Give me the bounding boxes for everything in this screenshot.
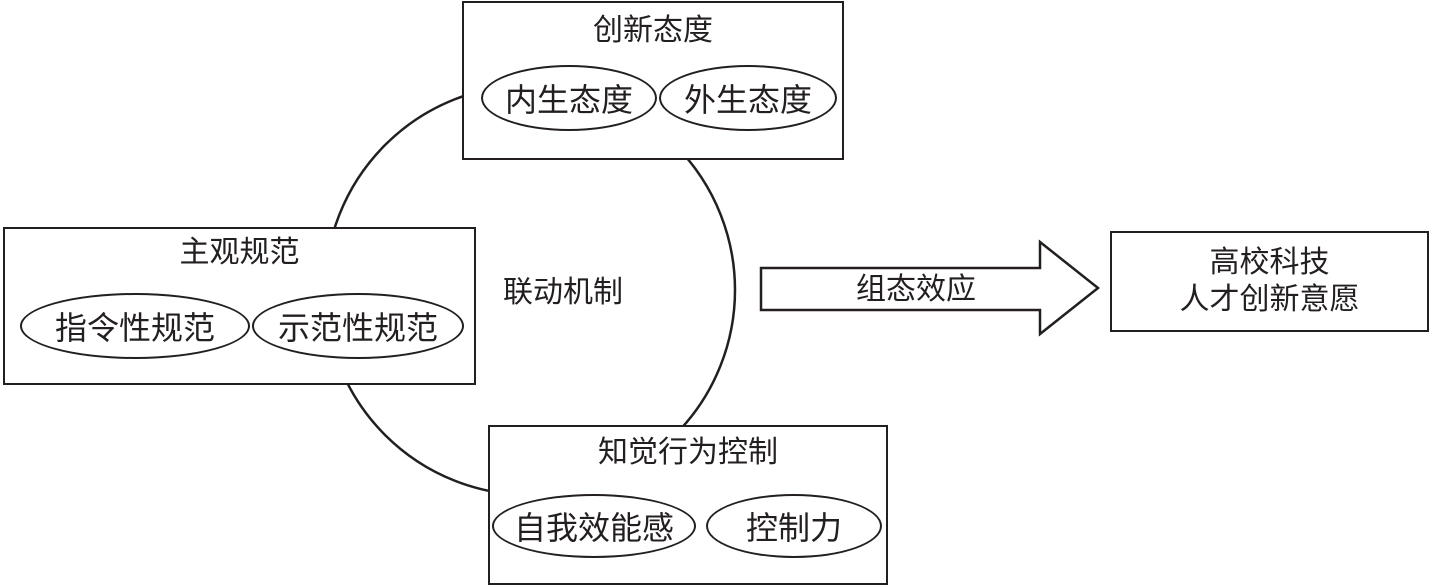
outcome-line-2: 人才创新意愿 xyxy=(1179,282,1360,317)
endogenous-attitude-ellipse: 内生态度 xyxy=(481,65,657,131)
subjective-norms-title: 主观规范 xyxy=(179,235,300,270)
subjective-norms-box: 主观规范 指令性规范 示范性规范 xyxy=(3,227,476,385)
perceived-behavioral-control-title: 知觉行为控制 xyxy=(598,435,778,470)
configuration-effect-arrow xyxy=(759,239,1101,337)
exemplary-norms-ellipse: 示范性规范 xyxy=(252,293,464,359)
control-ellipse: 控制力 xyxy=(706,494,882,558)
perceived-behavioral-control-box: 知觉行为控制 自我效能感 控制力 xyxy=(488,425,888,585)
outcome-line-1: 高校科技 xyxy=(1209,245,1330,280)
innovation-attitude-title: 创新态度 xyxy=(593,13,713,48)
directive-norms-ellipse: 指令性规范 xyxy=(20,293,250,359)
exogenous-attitude-ellipse: 外生态度 xyxy=(659,65,837,131)
self-efficacy-ellipse: 自我效能感 xyxy=(492,494,696,558)
configuration-effect-label: 组态效应 xyxy=(856,272,976,307)
outcome-box: 高校科技 人才创新意愿 xyxy=(1110,231,1429,332)
innovation-attitude-box: 创新态度 内生态度 外生态度 xyxy=(462,1,844,160)
linkage-mechanism-label: 联动机制 xyxy=(503,275,623,310)
